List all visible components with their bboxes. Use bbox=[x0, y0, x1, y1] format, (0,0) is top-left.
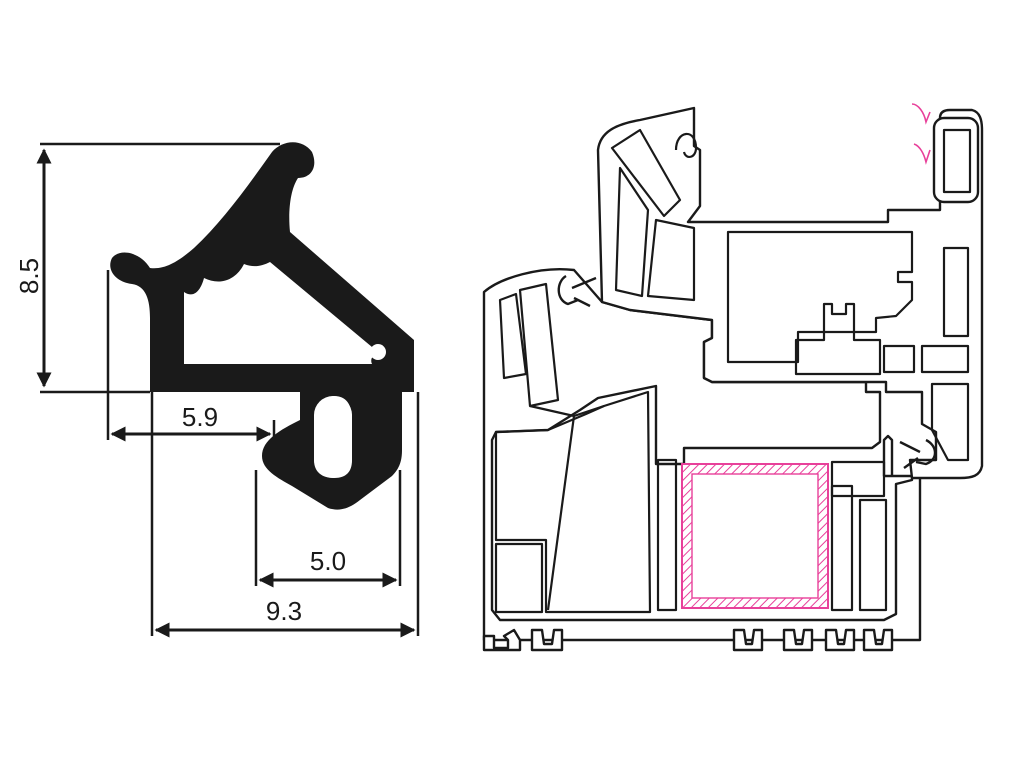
foot-2 bbox=[530, 628, 564, 652]
sash-chamber-4 bbox=[726, 230, 914, 364]
foot-4 bbox=[782, 628, 814, 652]
seal-inner-cavity bbox=[186, 266, 376, 364]
sash-rebate bbox=[794, 302, 882, 376]
sash-chamber-2 bbox=[614, 166, 650, 298]
sash-chamber-3 bbox=[646, 218, 696, 302]
sash-outline bbox=[596, 106, 984, 480]
gasket-top-glass bbox=[911, 103, 931, 165]
sash-chamber-1 bbox=[610, 128, 682, 218]
height-label: 8.5 bbox=[14, 258, 44, 294]
foot-1 bbox=[482, 628, 522, 652]
dimension-total-width: 9.3 bbox=[150, 392, 420, 638]
seal-tube-hole bbox=[314, 396, 352, 478]
steel-reinforcement-inner bbox=[691, 473, 819, 599]
dimension-outer-left: 5.9 bbox=[106, 270, 276, 442]
sash-hook bbox=[674, 132, 698, 158]
window-profile-section bbox=[482, 103, 984, 652]
foot-3 bbox=[732, 628, 764, 652]
tube-width-label: 5.0 bbox=[310, 546, 346, 576]
frame-feet bbox=[482, 628, 894, 652]
frame-chamber-5 bbox=[656, 458, 678, 612]
outer-left-label: 5.9 bbox=[182, 402, 218, 432]
seal-body bbox=[110, 142, 415, 510]
seal-groove bbox=[370, 344, 386, 360]
dimension-height: 8.5 bbox=[14, 142, 280, 394]
frame-chamber-7 bbox=[858, 498, 888, 612]
gasket-right bbox=[899, 438, 937, 469]
sash-chamber-6 bbox=[882, 344, 916, 374]
frame-chamber-6 bbox=[830, 484, 854, 612]
glazing-bead-inner bbox=[942, 128, 972, 194]
frame-chamber-2 bbox=[518, 282, 560, 408]
frame-outline bbox=[482, 268, 922, 642]
total-width-label: 9.3 bbox=[266, 596, 302, 626]
frame-chamber-4 bbox=[494, 542, 544, 614]
sash-chamber-5 bbox=[942, 246, 970, 338]
dimension-tube-width: 5.0 bbox=[254, 470, 402, 588]
frame-chamber-3 bbox=[494, 390, 652, 614]
sash-chamber-7 bbox=[920, 344, 970, 374]
seal-profile bbox=[110, 142, 415, 510]
foot-5 bbox=[824, 628, 856, 652]
frame-chamber-8 bbox=[830, 460, 886, 498]
foot-6 bbox=[862, 628, 894, 652]
frame-diagonal-web bbox=[529, 404, 605, 611]
frame-chamber-1 bbox=[498, 292, 528, 380]
gasket-left bbox=[557, 274, 597, 308]
sash-chamber-8 bbox=[930, 382, 970, 462]
